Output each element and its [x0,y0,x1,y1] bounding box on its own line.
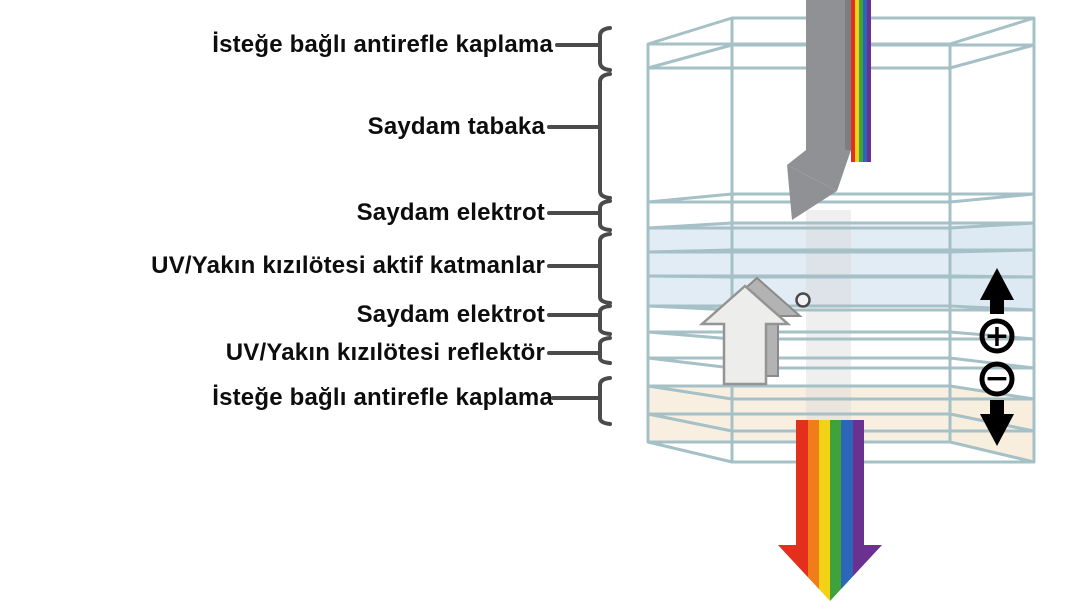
spectrum-stripe [859,0,863,162]
label-brackets [547,26,612,426]
up-block-arrow-front [698,284,792,386]
layer-sheet [646,304,1036,312]
polarity-indicator: + − [979,268,1015,446]
spectrum-stripe [778,420,808,601]
spectrum-stripe [863,0,867,162]
up-block-arrow [698,276,803,386]
layer-sheet [646,248,1036,254]
minus-icon [979,361,1015,397]
label-antireflective-coating-top: İsteğe bağlı antirefle kaplama [212,31,553,58]
label-transparent-electrode-top: Saydam elektrot [356,199,545,226]
label-transparent-layer: Saydam tabaka [367,113,545,140]
layer-sheet [646,274,1036,279]
active-layer-tint-side [950,223,1034,310]
active-layer-tint-front [648,228,950,306]
layer-sheet [646,356,1036,370]
gray-beam-bend [787,150,851,191]
spectrum-stripe [855,0,859,162]
bracket [598,72,612,200]
transmitted-spectrum-arrow [778,420,882,601]
polarity-down-arrow-icon [980,400,1014,446]
spectrum-stripe [808,420,819,601]
particle-dot [795,292,811,308]
bracket [598,232,612,305]
spectrum-stripe [853,420,882,601]
spectrum-stripe [851,0,855,162]
spectrum-stripe [841,420,853,601]
gray-beam-arrowhead [787,165,837,220]
spectrum-stripe [830,420,841,601]
plus-icon [979,318,1015,354]
plus-sign: + [984,319,1009,354]
label-uv-nir-active-layers: UV/Yakın kızılötesi aktif katmanlar [151,252,545,279]
label-antireflective-coating-bottom: İsteğe bağlı antirefle kaplama [212,384,553,411]
layer-sheet [646,384,1036,401]
bracket [598,336,612,365]
bracket [598,376,612,426]
minus-sign: − [984,361,1009,396]
inner-light-beam [806,210,851,424]
layer-sheet [646,192,1036,204]
gray-beam-shaft [806,0,851,151]
gray-beam-edge [845,0,851,150]
incident-spectrum-stripe [851,0,871,162]
spectrum-stripe [867,0,871,162]
spectrum-stripe [819,420,830,601]
incident-light-beam [787,0,871,220]
bracket [598,199,612,232]
bracket [598,304,612,336]
layer-sheet [646,330,1036,341]
label-transparent-electrode-bottom: Saydam elektrot [356,301,545,328]
label-uv-nir-reflector: UV/Yakın kızılötesi reflektör [225,339,545,366]
bracket [598,26,612,72]
layer-sheet [646,412,1036,433]
layer-sheet [646,221,1036,230]
polarity-up-arrow-icon [980,268,1014,314]
